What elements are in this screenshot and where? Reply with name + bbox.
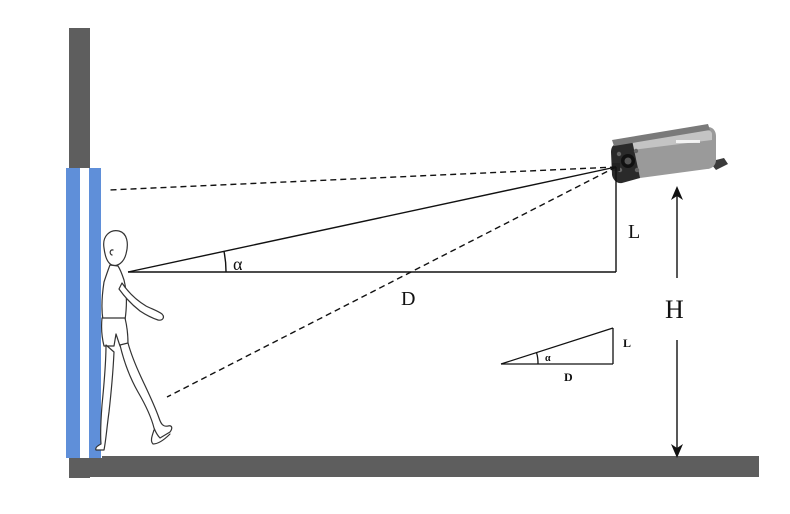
door-frame — [66, 168, 102, 458]
line-of-sight — [127, 166, 617, 273]
inset-distance-label: D — [564, 370, 573, 384]
distance-label: D — [401, 288, 415, 310]
inset-triangle — [500, 327, 614, 365]
offset-label: L — [628, 221, 640, 243]
fov-lower-dashed-line — [166, 166, 617, 398]
main-triangle — [127, 166, 617, 273]
walking-person-icon — [95, 230, 173, 451]
height-label: H — [665, 295, 684, 324]
cctv-camera-icon — [611, 124, 728, 184]
height-arrow — [671, 186, 683, 458]
fov-upper-dashed-line — [108, 166, 617, 191]
inset-offset-label: L — [623, 336, 631, 350]
floor — [69, 456, 759, 477]
angle-arc — [223, 251, 227, 273]
angle-label: α — [233, 254, 243, 274]
inset-angle-label: α — [545, 353, 551, 364]
